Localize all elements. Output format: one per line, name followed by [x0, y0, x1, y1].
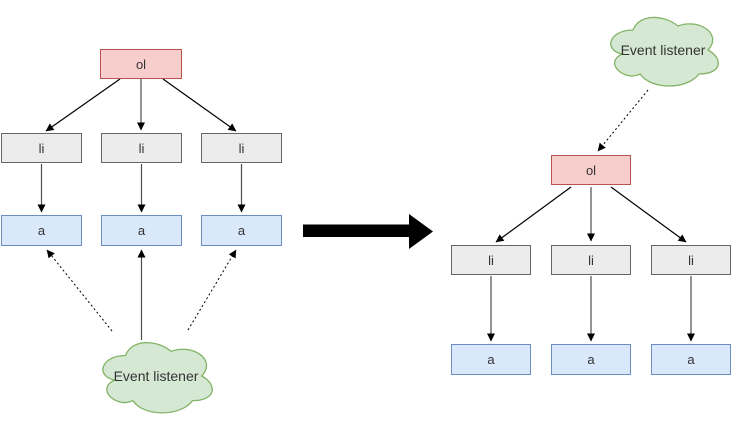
- a-node-before-3: a: [201, 215, 282, 246]
- ol-node-before: ol: [100, 49, 182, 79]
- a-node-after-2: a: [551, 344, 631, 375]
- li-node-after-2: li: [551, 245, 631, 275]
- edge-ol-li1-after: [495, 186, 572, 243]
- a-node-after-3: a: [651, 344, 731, 375]
- li-node-before-2: li: [101, 133, 182, 163]
- after-diagram-edges: [487, 16, 719, 342]
- edge-ol-li3-before: [162, 78, 237, 132]
- transform-arrow: [303, 214, 433, 249]
- edge-ol-li3-after: [610, 186, 687, 243]
- dashed-edge-listener-a1: [46, 249, 113, 332]
- li-node-before-3: li: [201, 133, 282, 163]
- dashed-edge-listener-a3: [187, 249, 237, 331]
- event-listener-cloud-before: [102, 342, 213, 414]
- li-node-after-1: li: [451, 245, 531, 275]
- edge-ol-li1-before: [45, 78, 121, 132]
- dashed-edge-listener-ol: [597, 89, 649, 152]
- event-listener-cloud-after: [610, 16, 719, 87]
- li-node-before-1: li: [1, 133, 82, 163]
- before-diagram-edges: [37, 78, 246, 414]
- a-node-after-1: a: [451, 344, 531, 375]
- a-node-before-1: a: [1, 215, 82, 246]
- a-node-before-2: a: [101, 215, 182, 246]
- li-node-after-3: li: [651, 245, 731, 275]
- ol-node-after: ol: [551, 155, 631, 185]
